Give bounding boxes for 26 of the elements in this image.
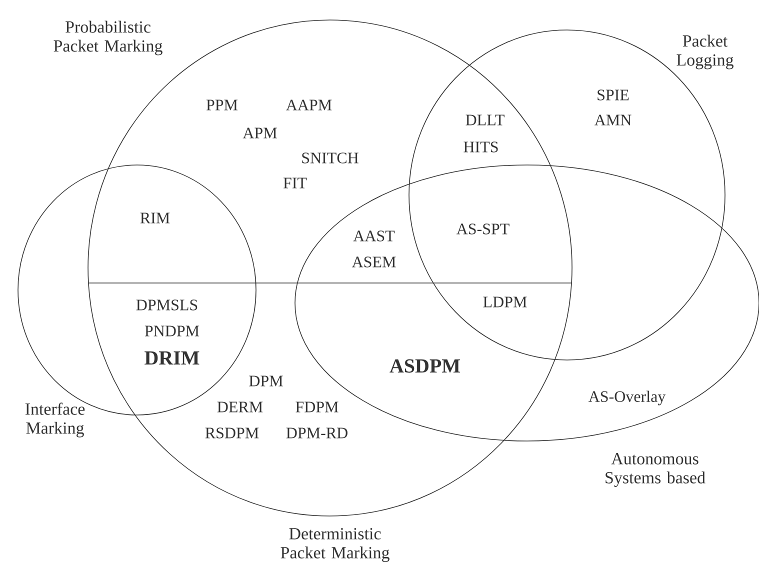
method-label: DPM-RD [286,428,348,438]
method-label: DPMSLS [136,300,198,310]
method-label: AS-SPT [456,224,510,234]
method-label: AAPM [286,100,332,110]
method-label: APM [242,128,277,138]
node-label: Marking [26,422,84,438]
method-label: AAST [353,230,395,242]
method-label: LDPM [483,296,527,308]
method-label: AMN [594,114,632,126]
method-label: RIM [140,212,170,224]
method-label: PPM [206,100,238,110]
method-label: HITS [464,142,498,152]
method-label: DRIM [144,351,200,365]
method-label: FDPM [296,402,338,412]
method-label: ASEM [352,256,396,268]
method-label: DERM [217,402,263,412]
method-label: DPM [249,376,283,386]
method-label: DLLT [466,114,504,126]
method-label: RSDPM [205,428,259,438]
method-label: PNDPM [144,326,200,336]
method-label: FIT [283,178,307,188]
method-label: ASDPM [390,359,460,373]
node-label: Autonomous Systems based [606,453,706,487]
method-label: AS-Overlay [588,390,666,406]
method-label: SNITCH [302,152,358,164]
method-label: SPIE [598,90,629,100]
